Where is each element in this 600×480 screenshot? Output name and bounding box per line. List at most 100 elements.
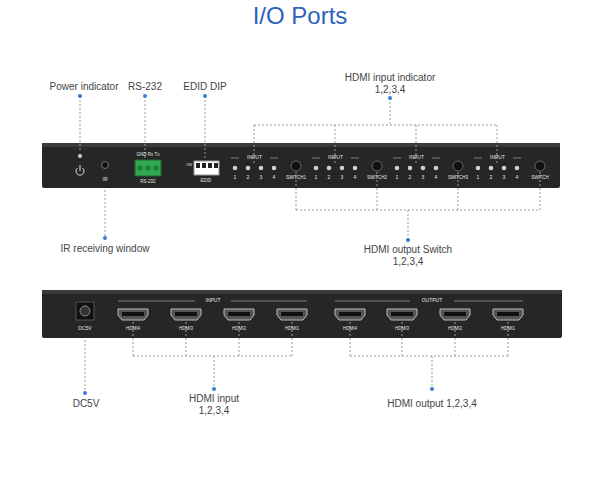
callout-label: HDMI output 1,2,3,4 [387, 398, 477, 410]
callout-label: HDMI input 1,2,3,4 [174, 393, 254, 416]
switch-button [535, 161, 545, 171]
panel-marking: GND Rx Tx [137, 152, 160, 157]
callout-label: HDMI output Switch 1,2,3,4 [358, 244, 458, 267]
panel-marking: 4 [516, 175, 519, 181]
hdmi-port [335, 309, 365, 320]
dip-lever [214, 163, 218, 168]
input-led [233, 166, 238, 171]
input-led [476, 166, 481, 171]
group-rule [474, 158, 482, 159]
leader-dot [83, 391, 87, 395]
leader-line [205, 96, 206, 159]
leader-line [390, 98, 391, 125]
panel-marking: 3 [260, 175, 263, 181]
leader-line [254, 125, 498, 126]
group-rule [335, 301, 410, 302]
group-rule [118, 301, 195, 302]
ir-window [102, 162, 109, 169]
panel-marking: SWITCH3 [448, 175, 468, 180]
dip-lever [196, 163, 200, 168]
leader-dot [430, 387, 434, 391]
rear-panel-edge [42, 290, 562, 294]
group-rule [393, 158, 401, 159]
panel-marking: 1 [396, 175, 399, 181]
switch-button [372, 161, 382, 171]
panel-marking: 2 [247, 175, 250, 181]
input-led [434, 166, 439, 171]
panel-marking: 3 [341, 175, 344, 181]
panel-marking: 2 [328, 175, 331, 181]
panel-marking: EDID [201, 178, 212, 183]
input-led [327, 166, 332, 171]
panel-marking: HDMI3 [179, 326, 193, 331]
hdmi-port [493, 309, 523, 320]
rs232-terminal [135, 160, 161, 176]
leader-line [105, 190, 106, 238]
hdmi-port-slot [444, 312, 466, 316]
leader-line [296, 210, 540, 211]
input-led [421, 166, 426, 171]
terminal-screw [154, 166, 159, 171]
panel-marking: INPUT [490, 155, 505, 161]
panel-marking: 4 [435, 175, 438, 181]
panel-marking: INPUT [409, 155, 424, 161]
group-rule [231, 301, 307, 302]
dc-jack-hole [80, 306, 90, 316]
panel-marking: HDMI4 [343, 326, 357, 331]
leader-dot [212, 387, 216, 391]
panel-marking: 1 [477, 175, 480, 181]
panel-marking: HDMI2 [232, 326, 246, 331]
panel-marking: DC5V [78, 326, 91, 332]
hdmi-port-slot [281, 312, 303, 316]
callout-label: HDMI input indicator 1,2,3,4 [335, 72, 445, 95]
terminal-screw [146, 166, 151, 171]
panel-marking: SWITCH [531, 175, 549, 180]
power-symbol [76, 165, 84, 175]
input-led [489, 166, 494, 171]
page-title: I/O Ports [253, 2, 348, 30]
leader-line [145, 96, 146, 158]
panel-marking: HDMI4 [126, 326, 140, 331]
panel-marking: HDMI2 [448, 326, 462, 331]
group-rule [513, 158, 521, 159]
callout-label: Power indicator [50, 81, 119, 93]
dip-lever [208, 163, 212, 168]
group-rule [312, 158, 320, 159]
panel-marking: HDMI1 [501, 326, 515, 331]
panel-marking: INPUT [328, 155, 343, 161]
leader-line [214, 356, 215, 389]
edid-dip-switch [194, 161, 219, 175]
callout-label: DC5V [73, 398, 100, 410]
dc-jack [76, 302, 94, 320]
leader-line [350, 356, 508, 357]
front-panel-edge [42, 143, 560, 147]
hdmi-port-slot [228, 312, 250, 316]
input-led [246, 166, 251, 171]
input-led [314, 166, 319, 171]
leader-line [133, 356, 292, 357]
power-led [78, 154, 82, 158]
input-led [259, 166, 264, 171]
leader-dot [103, 236, 107, 240]
panel-marking: INPUT [247, 155, 262, 161]
switch-button [291, 161, 301, 171]
panel-marking: 3 [503, 175, 506, 181]
leader-dot [388, 96, 392, 100]
group-rule [351, 158, 359, 159]
panel-marking: 2 [409, 175, 412, 181]
input-led [395, 166, 400, 171]
leader-line [432, 356, 433, 389]
panel-marking: HDMI3 [395, 326, 409, 331]
leader-line [80, 96, 81, 152]
panel-marking: HDMI1 [285, 326, 299, 331]
leader-dot [143, 94, 147, 98]
hdmi-port-slot [122, 312, 144, 316]
callout-label: RS-232 [128, 81, 162, 93]
panel-marking: ON [186, 163, 192, 168]
hdmi-port [440, 309, 470, 320]
hdmi-port [224, 309, 254, 320]
callout-label: EDID DIP [183, 81, 226, 93]
switch-button [453, 161, 463, 171]
input-led [515, 166, 520, 171]
input-led [340, 166, 345, 171]
